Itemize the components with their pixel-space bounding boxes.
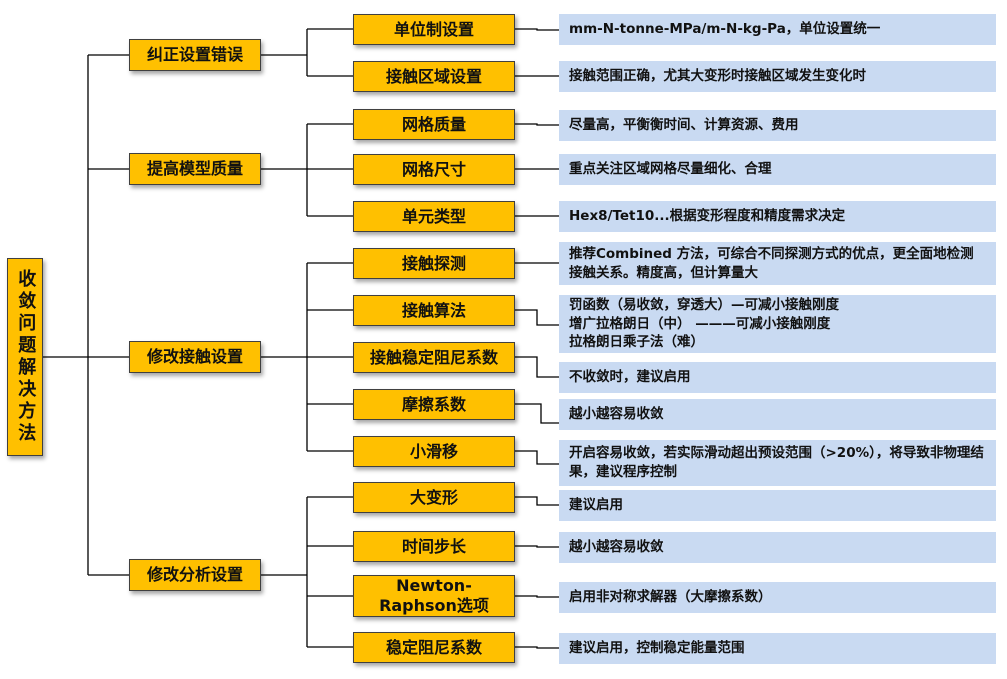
category-node: 修改接触设置: [129, 341, 261, 373]
category-node: 纠正设置错误: [129, 39, 261, 71]
item-node: 网格尺寸: [353, 154, 515, 185]
description-text: 开启容易收敛，若实际滑动超出预设范围（>20%），将导致非物理结果，建议程序控制: [569, 445, 984, 480]
description-cell: 启用非对称求解器（大摩擦系数）: [559, 582, 996, 613]
description-text: Hex8/Tet10...根据变形程度和精度需求决定: [569, 208, 846, 225]
item-node: Newton-Raphson选项: [353, 575, 515, 617]
description-text: 不收敛时，建议启用: [569, 369, 691, 386]
description-text: 推荐Combined 方法，可综合不同探测方式的优点，更全面地检测接触关系。精度…: [569, 245, 974, 281]
description-text: 启用非对称求解器（大摩擦系数）: [569, 589, 772, 606]
category-node: 修改分析设置: [129, 559, 261, 591]
description-cell: 建议启用: [559, 490, 996, 521]
description-cell: 越小越容易收敛: [559, 399, 996, 430]
description-cell: 尽量高，平衡衡时间、计算资源、费用: [559, 110, 996, 141]
description-text: 重点关注区域网格尽量细化、合理: [569, 161, 772, 178]
description-cell: Hex8/Tet10...根据变形程度和精度需求决定: [559, 201, 996, 232]
description-cell: 接触范围正确，尤其大变形时接触区域发生变化时: [559, 61, 996, 92]
item-node: 接触稳定阻尼系数: [353, 342, 515, 373]
item-node: 接触算法: [353, 295, 515, 326]
description-cell: 罚函数（易收敛，穿透大）—可减小接触刚度 增广拉格朗日（中） ———可减小接触刚…: [559, 295, 996, 353]
item-node: 摩擦系数: [353, 389, 515, 420]
item-node: 单元类型: [353, 201, 515, 232]
description-cell: mm-N-tonne-MPa/m-N-kg-Pa，单位设置统一: [559, 14, 996, 45]
description-text: 越小越容易收敛: [569, 406, 664, 423]
root-node: 收敛问题解决方法: [7, 258, 43, 456]
description-text: 越小越容易收敛: [569, 539, 664, 556]
description-cell: 不收敛时，建议启用: [559, 362, 996, 393]
description-text: 罚函数（易收敛，穿透大）—可减小接触刚度 增广拉格朗日（中） ———可减小接触刚…: [569, 296, 839, 351]
item-node: 接触区域设置: [353, 61, 515, 92]
description-text: 接触范围正确，尤其大变形时接触区域发生变化时: [569, 68, 866, 85]
item-node: 小滑移: [353, 436, 515, 467]
item-node: 网格质量: [353, 109, 515, 140]
item-node: 稳定阻尼系数: [353, 632, 515, 663]
category-node: 提高模型质量: [129, 153, 261, 185]
description-text: 尽量高，平衡衡时间、计算资源、费用: [569, 117, 799, 134]
description-cell: 建议启用，控制稳定能量范围: [559, 633, 996, 664]
item-node: 单位制设置: [353, 14, 515, 45]
item-node: 接触探测: [353, 248, 515, 279]
description-cell: 开启容易收敛，若实际滑动超出预设范围（>20%），将导致非物理结果，建议程序控制: [559, 440, 996, 486]
description-text: 建议启用: [569, 497, 623, 514]
item-node: 大变形: [353, 482, 515, 513]
description-cell: 重点关注区域网格尽量细化、合理: [559, 154, 996, 185]
item-node: 时间步长: [353, 531, 515, 562]
description-text: mm-N-tonne-MPa/m-N-kg-Pa，单位设置统一: [569, 21, 881, 38]
description-cell: 推荐Combined 方法，可综合不同探测方式的优点，更全面地检测接触关系。精度…: [559, 242, 996, 285]
description-cell: 越小越容易收敛: [559, 532, 996, 563]
description-text: 建议启用，控制稳定能量范围: [569, 640, 745, 657]
